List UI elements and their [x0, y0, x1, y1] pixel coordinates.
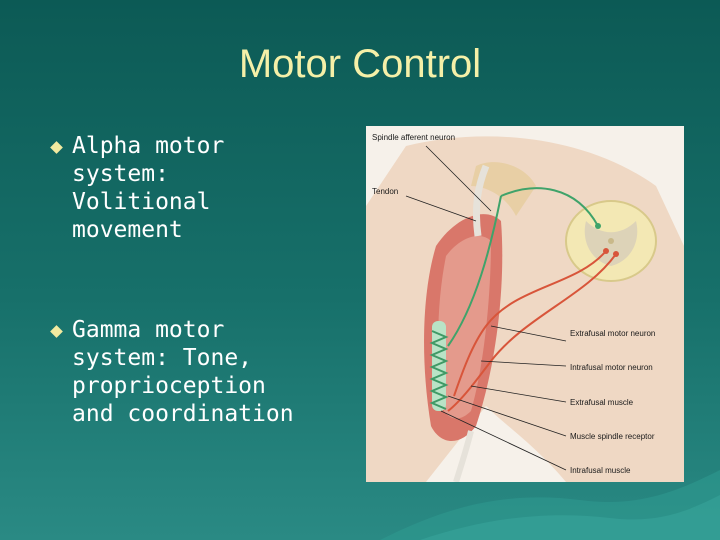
label-extrafusal-muscle: Extrafusal muscle — [570, 398, 634, 407]
label-intrafusal-muscle: Intrafusal muscle — [570, 466, 631, 475]
muscle-spindle-receptor-shape — [429, 321, 449, 411]
diamond-bullet-icon — [50, 141, 63, 154]
label-extrafusal-motor-neuron: Extrafusal motor neuron — [570, 329, 655, 338]
biceps-highlight-shape — [438, 236, 491, 419]
spindle-afferent-lower-path — [447, 195, 502, 347]
diamond-bullet-icon — [50, 325, 63, 338]
spindle-afferent-path — [500, 187, 599, 227]
label-spindle-afferent: Spindle afferent neuron — [372, 133, 455, 142]
motor-neuron-cell — [603, 248, 609, 254]
label-intrafusal-motor-neuron: Intrafusal motor neuron — [570, 363, 653, 372]
label-tendon: Tendon — [372, 187, 398, 196]
spinal-cord-cross-section — [565, 200, 657, 282]
motor-neuron-cell — [613, 251, 619, 257]
slide-title: Motor Control — [238, 42, 482, 86]
bullet-text-alpha: Alpha motor system: Volitional movement — [72, 133, 225, 243]
bullet-item-alpha: Alpha motor system: Volitional movement — [50, 132, 352, 244]
label-leader-lines — [405, 145, 567, 471]
decorative-wave — [380, 470, 720, 540]
extrafusal-motor-neuron-path — [453, 250, 607, 397]
intrafusal-motor-neuron-path — [447, 253, 617, 412]
shoulder-bone-shape — [471, 162, 536, 216]
motor-system-figure: Spindle afferent neuron Tendon Extrafusa… — [366, 126, 684, 482]
bullet-text-gamma: Gamma motor system: Tone, proprioception… — [72, 317, 294, 427]
afferent-neuron-cell — [595, 223, 601, 229]
label-muscle-spindle-receptor: Muscle spindle receptor — [570, 432, 655, 441]
arm-spinal-cord-illustration: Spindle afferent neuron Tendon Extrafusa… — [366, 133, 684, 482]
bullet-item-gamma: Gamma motor system: Tone, proprioception… — [50, 316, 352, 428]
lower-tendon-shape — [453, 430, 474, 482]
